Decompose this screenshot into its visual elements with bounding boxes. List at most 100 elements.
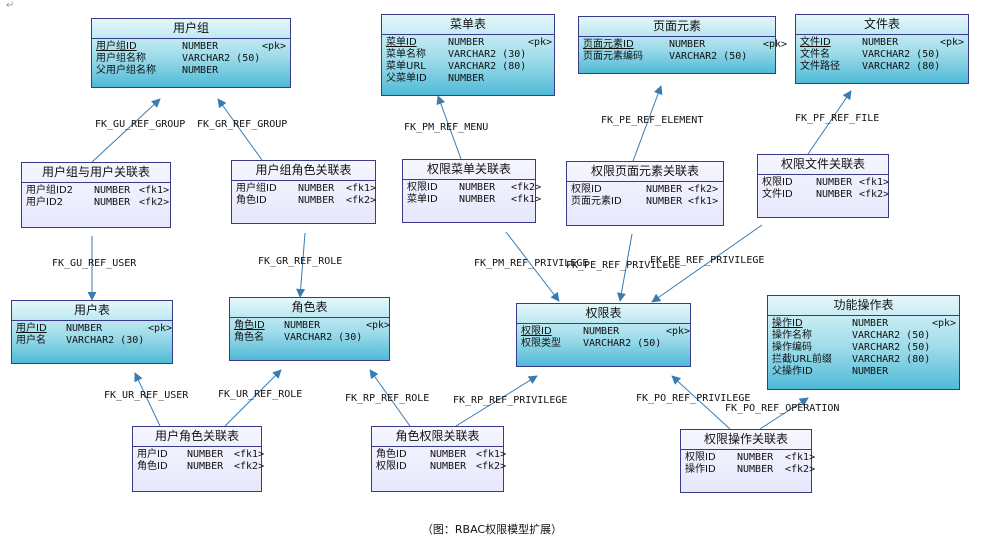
relation-label: FK_PE_REF_PRIVILEGE — [566, 260, 681, 271]
relation-label: FK_RP_REF_ROLE — [345, 393, 430, 404]
column-key: <fk2> — [476, 461, 507, 472]
column-key: <fk1> — [476, 449, 507, 460]
entity-title: 页面元素 — [579, 17, 775, 37]
column-name: 用户ID — [137, 449, 168, 460]
column-type: VARCHAR2 (30) — [448, 49, 527, 60]
column-type: NUMBER — [646, 184, 683, 195]
column-type: NUMBER — [862, 37, 899, 48]
relation-label: FK_PO_REF_OPERATION — [725, 403, 840, 414]
column-row: 页面元素ID NUMBER <pk> — [583, 39, 787, 51]
relation-line-fk-po-ref-operation — [759, 397, 809, 430]
column-name: 权限类型 — [521, 338, 561, 349]
column-type: VARCHAR2 (50) — [862, 49, 941, 60]
column-key: <pk> — [763, 39, 788, 50]
column-name: 页面元素ID — [583, 39, 634, 50]
column-type: NUMBER — [430, 461, 467, 472]
column-type: NUMBER — [298, 195, 335, 206]
relation-line-fk-pm-ref-menu — [436, 95, 462, 160]
column-key: <fk1> — [785, 452, 816, 463]
column-type: NUMBER — [430, 449, 467, 460]
entity-title: 用户组 — [92, 19, 290, 39]
relation-line-fk-rp-ref-privilege — [455, 375, 538, 427]
column-key: <fk1> — [511, 194, 542, 205]
entity-title: 权限表 — [517, 304, 690, 324]
column-type: NUMBER — [187, 461, 224, 472]
column-type: NUMBER — [737, 464, 774, 475]
column-key: <pk> — [666, 326, 691, 337]
column-type: NUMBER — [669, 39, 706, 50]
column-name: 菜单URL — [386, 61, 426, 72]
entity-title: 用户角色关联表 — [133, 427, 261, 447]
column-name: 菜单ID — [386, 37, 417, 48]
column-type: VARCHAR2 (30) — [66, 335, 145, 346]
column-name: 权限ID — [376, 461, 407, 472]
column-name: 角色名 — [234, 332, 264, 343]
column-name: 页面元素编码 — [583, 51, 643, 62]
entity-title: 功能操作表 — [768, 296, 959, 316]
relation-label: FK_UR_REF_USER — [104, 390, 189, 401]
column-type: VARCHAR2 (50) — [852, 330, 931, 341]
column-key: <fk2> — [346, 195, 377, 206]
column-name: 用户ID2 — [26, 197, 64, 208]
column-name: 菜单名称 — [386, 49, 426, 60]
column-name: 用户组ID2 — [26, 185, 74, 196]
column-name: 角色ID — [234, 320, 265, 331]
column-type: VARCHAR2 (80) — [862, 61, 941, 72]
column-type: VARCHAR2 (30) — [284, 332, 363, 343]
column-name: 父用户组名称 — [96, 65, 156, 76]
relation-label: FK_PM_REF_MENU — [404, 122, 489, 133]
column-type: VARCHAR2 (80) — [852, 354, 931, 365]
entity-title: 用户组与用户关联表 — [22, 163, 170, 183]
relation-line-fk-ur-ref-user — [134, 372, 161, 427]
column-key: <pk> — [528, 37, 553, 48]
entity-title: 用户组角色关联表 — [232, 161, 375, 181]
column-key: <pk> — [932, 318, 957, 329]
column-type: NUMBER — [583, 326, 620, 337]
relation-label: FK_PM_REF_PRIVILEGE — [474, 258, 589, 269]
column-name: 权限ID — [685, 452, 716, 463]
relation-label: FK_UR_REF_ROLE — [218, 389, 303, 400]
column-name: 页面元素ID — [571, 196, 622, 207]
relation-line-fk-ur-ref-role — [224, 369, 282, 427]
column-key: <fk2> — [688, 184, 719, 195]
column-type: VARCHAR2 (50) — [182, 53, 261, 64]
column-name: 角色ID — [137, 461, 168, 472]
entity-title: 权限操作关联表 — [681, 430, 811, 450]
column-name: 用户组ID — [236, 183, 277, 194]
column-type: NUMBER — [852, 318, 889, 329]
relation-line-fk-gr-ref-role — [296, 232, 306, 298]
column-row: 角色名 VARCHAR2 (30) — [234, 332, 385, 344]
column-type: NUMBER — [298, 183, 335, 194]
